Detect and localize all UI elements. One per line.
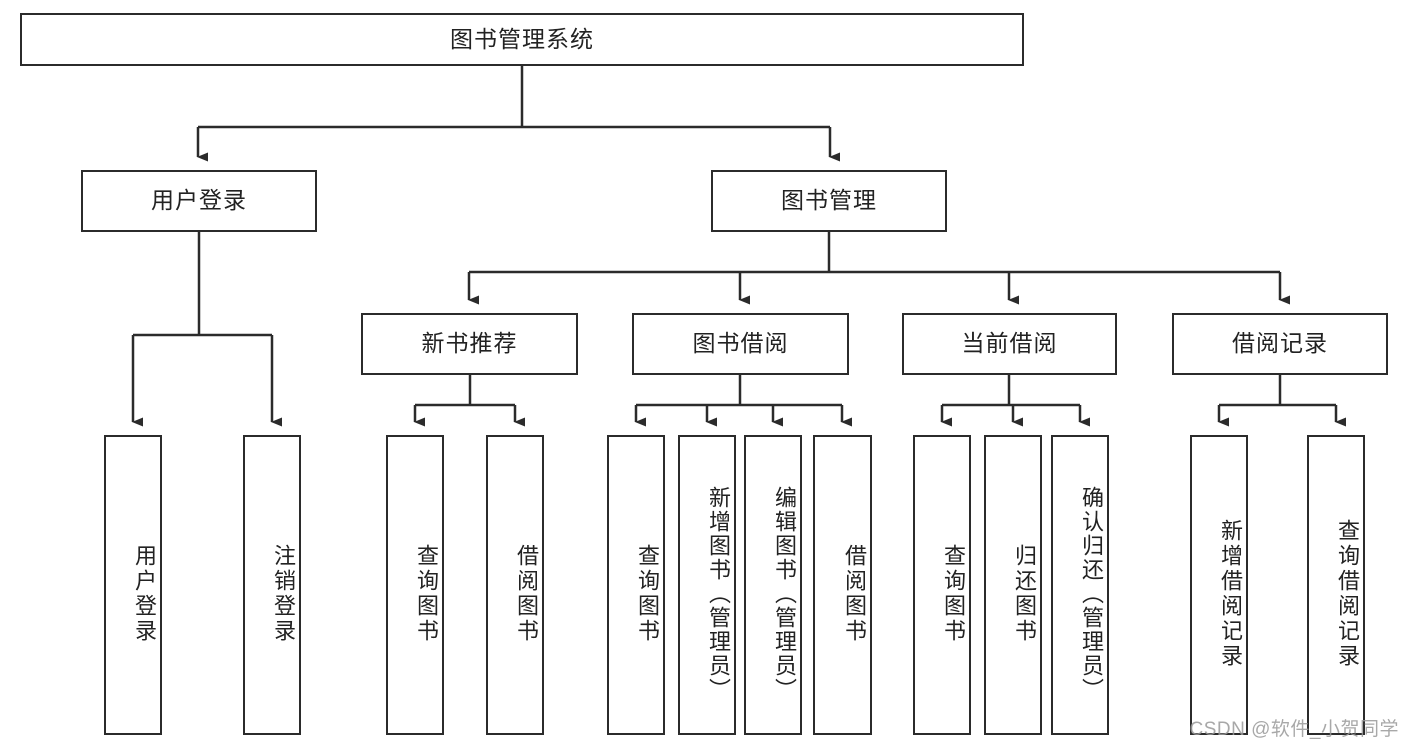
node-label: 图书借阅 <box>692 330 789 357</box>
node-user-login[interactable]: 用户登录 <box>81 170 317 232</box>
node-book-borrow[interactable]: 图书借阅 <box>632 313 849 375</box>
watermark-label: CSDN @软件_小贺同学 <box>1189 719 1399 740</box>
leaf-leaf-query-book-rec[interactable]: 查询图书 <box>386 435 444 735</box>
node-label: 图书管理系统 <box>450 25 594 52</box>
node-label: 注销登录 <box>271 544 296 644</box>
node-label: 借阅图书 <box>842 544 867 644</box>
node-new-book-rec[interactable]: 新书推荐 <box>361 313 578 375</box>
node-label: 借阅记录 <box>1232 330 1328 357</box>
node-label: 编辑图书（管理员） <box>772 486 797 702</box>
leaf-leaf-user-login[interactable]: 用户登录 <box>104 435 162 735</box>
node-label: 查询借阅记录 <box>1335 519 1360 669</box>
leaf-leaf-borrow-book-rec[interactable]: 借阅图书 <box>486 435 544 735</box>
leaf-leaf-return-book[interactable]: 归还图书 <box>984 435 1042 735</box>
node-current-borrow[interactable]: 当前借阅 <box>902 313 1117 375</box>
node-borrow-record[interactable]: 借阅记录 <box>1172 313 1388 375</box>
leaf-leaf-query-book-borrow[interactable]: 查询图书 <box>607 435 665 735</box>
leaf-leaf-query-book-current[interactable]: 查询图书 <box>913 435 971 735</box>
node-label: 图书管理 <box>781 187 877 214</box>
node-label: 归还图书 <box>1012 544 1037 644</box>
node-label: 用户登录 <box>151 187 247 214</box>
node-label: 确认归还（管理员） <box>1079 486 1104 702</box>
node-label: 查询图书 <box>941 544 966 644</box>
leaf-leaf-confirm-return-admin[interactable]: 确认归还（管理员） <box>1051 435 1109 735</box>
node-label: 新书推荐 <box>421 330 518 357</box>
leaf-leaf-edit-book-admin[interactable]: 编辑图书（管理员） <box>744 435 802 735</box>
leaf-leaf-borrow-book[interactable]: 借阅图书 <box>813 435 872 735</box>
node-book-manage[interactable]: 图书管理 <box>711 170 947 232</box>
node-label: 查询图书 <box>414 544 439 644</box>
node-label: 借阅图书 <box>514 544 539 644</box>
node-label: 新增图书（管理员） <box>706 486 731 702</box>
node-label: 当前借阅 <box>961 330 1058 357</box>
node-root[interactable]: 图书管理系统 <box>20 13 1024 66</box>
node-label: 查询图书 <box>635 544 660 644</box>
node-label: 用户登录 <box>132 544 157 644</box>
leaf-leaf-add-book-admin[interactable]: 新增图书（管理员） <box>678 435 736 735</box>
leaf-leaf-query-borrow-record[interactable]: 查询借阅记录 <box>1307 435 1365 735</box>
node-label: 新增借阅记录 <box>1218 519 1243 669</box>
leaf-leaf-logout-login[interactable]: 注销登录 <box>243 435 301 735</box>
leaf-leaf-add-borrow-record[interactable]: 新增借阅记录 <box>1190 435 1248 735</box>
